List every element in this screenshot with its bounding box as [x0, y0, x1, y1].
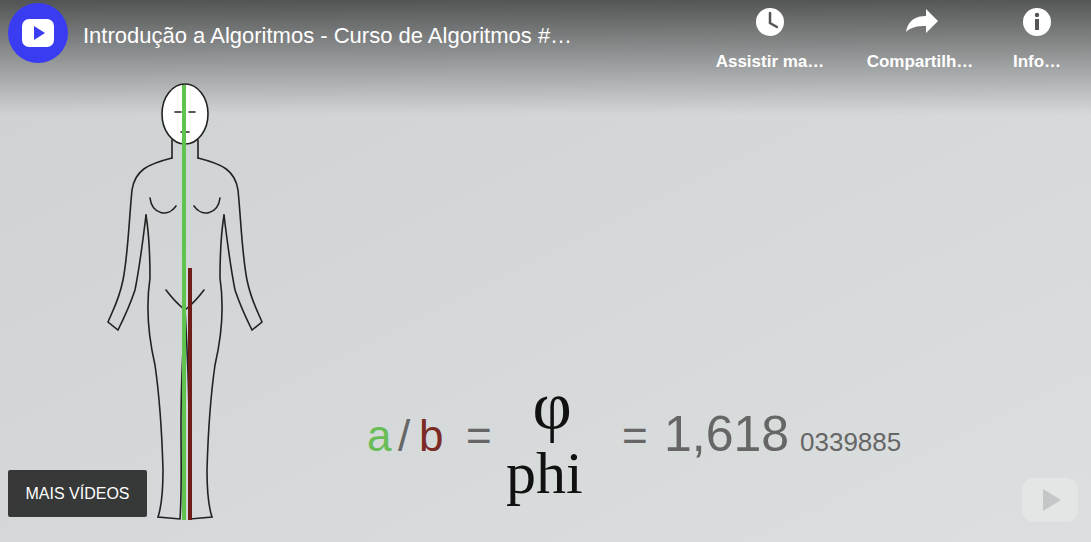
formula-variable: b — [419, 414, 443, 458]
player-logo — [1022, 478, 1078, 522]
navel-height-line — [188, 268, 192, 520]
channel-logo — [8, 3, 68, 63]
more-videos-button: MAIS VÍDEOS — [8, 470, 147, 517]
video-title: Introdução a Algoritmos - Curso de Algor… — [83, 25, 572, 47]
phi-symbol: φ — [532, 372, 571, 440]
share-icon — [906, 9, 938, 33]
formula-operator: = — [466, 414, 492, 458]
female-figure — [108, 84, 262, 519]
action-label: Assistir ma… — [716, 53, 825, 70]
formula-operator: = — [622, 414, 648, 458]
clock-icon — [756, 8, 784, 36]
phi-decimals: 0339885 — [800, 429, 901, 455]
info-icon — [1023, 8, 1051, 36]
formula-variable: a — [367, 414, 391, 458]
action-label: Info… — [1013, 53, 1061, 70]
phi-value: 1,618 — [664, 409, 789, 459]
button-label: MAIS VÍDEOS — [25, 486, 129, 502]
phi-word: phi — [506, 443, 583, 503]
top-shade — [0, 0, 1091, 115]
action-label: Compartilh… — [867, 53, 974, 70]
height-line — [182, 85, 186, 520]
formula-operator: / — [398, 414, 410, 458]
